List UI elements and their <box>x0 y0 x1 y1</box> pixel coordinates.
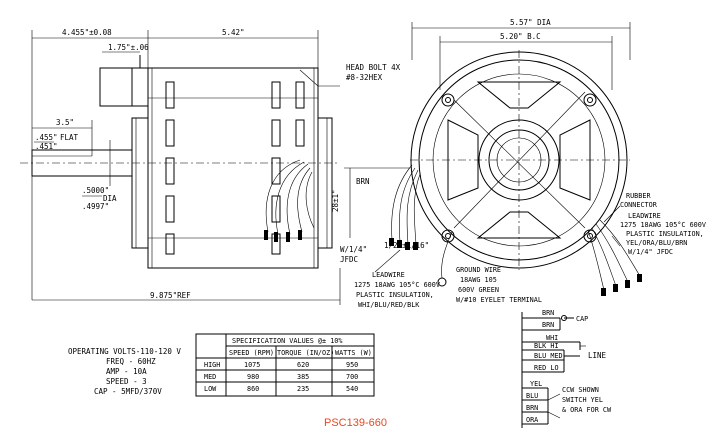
wire-yel: YEL <box>530 380 542 388</box>
wire-red: RED LO <box>534 364 559 372</box>
ground-line-3: W/#10 EYELET TERMINAL <box>456 296 542 304</box>
spec-row-label: HIGH <box>204 361 220 369</box>
callout-lead-left: LEADWIRE 1275 18AWG 105°C 600V PLASTIC I… <box>354 249 440 309</box>
wire-whi: WHI <box>546 334 558 342</box>
dim-flat-length: 3.5" <box>56 118 74 127</box>
wiring-note-2: & ORA FOR CW <box>562 406 612 414</box>
spec-cell: 950 <box>346 361 358 369</box>
lead-left-line-2: PLASTIC INSULATION, <box>356 291 434 299</box>
head-bolt-line2: #8-32HEX <box>346 73 383 82</box>
lead-left-line-1: 1275 18AWG 105°C 600V <box>354 281 440 289</box>
ratings-block: OPERATING VOLTS-110-120 V FREQ - 60HZ AM… <box>68 347 181 396</box>
wire-line: LINE <box>588 351 607 360</box>
side-view: 4.455"±0.08 5.42" 1.75"±.06 <box>20 28 401 305</box>
spec-cell: 980 <box>247 373 259 381</box>
dim-bolt-circle: 5.20" B.C <box>500 32 541 41</box>
dim-flat-depth-top: .455" <box>35 133 58 142</box>
spec-cell: 1075 <box>244 361 260 369</box>
spec-table: SPECIFICATION VALUES @± 10% SPEED (RPM) … <box>195 333 375 397</box>
spec-header-watts: WATTS (W) <box>335 349 372 357</box>
spec-cell: 235 <box>297 385 309 393</box>
spec-cell: 385 <box>297 373 309 381</box>
spec-cell: 860 <box>247 385 259 393</box>
dim-shaft-dia-label: DIA <box>103 194 117 203</box>
wire-brn3: BRN <box>526 404 538 412</box>
wire-blu2: BLU <box>526 392 538 400</box>
dim-shaft-ext: 1.75"±.06 <box>108 43 149 52</box>
spec-row-label: LOW <box>204 385 217 393</box>
dim-wire-len-a: W/1/4" <box>340 245 367 254</box>
wiring-diagram: BRN CAP BRN WHI BLK HI BLU MED RED LO LI… <box>521 309 612 428</box>
connector-line-1: CONNECTOR <box>620 201 658 209</box>
head-bolt-line1: HEAD BOLT 4X <box>346 63 401 72</box>
dim-wire-len-b: JFDC <box>340 255 358 264</box>
spec-header-torque: TORQUE (IN/OZ) <box>277 349 334 357</box>
spec-cell: 540 <box>346 385 358 393</box>
lead-left-line-3: WHI/BLU/RED/BLK <box>358 301 420 309</box>
brn-tag: BRN <box>356 177 370 186</box>
connector-line-0: RUBBER <box>626 192 651 200</box>
wire-ora: ORA <box>526 416 538 424</box>
dim-end-diameter: 5.57" DIA <box>510 18 551 27</box>
callout-lead-right: LEADWIRE 1275 18AWG 105°C 600V PLASTIC I… <box>611 212 706 256</box>
end-view: 5.57" DIA 5.20" B.C <box>331 18 642 296</box>
rating-amp: AMP - 10A <box>106 367 147 376</box>
rating-speed: SPEED - 3 <box>106 377 147 386</box>
dim-shaft-dia-bot: .4997" <box>82 202 109 211</box>
wiring-note-1: SWITCH YEL <box>562 396 603 404</box>
lead-right-line-2: PLASTIC INSULATION, <box>626 230 704 238</box>
dim-body-length: 5.42" <box>222 28 245 37</box>
dim-ref-length: 9.875"REF <box>150 291 191 300</box>
dim-shaft-dia-top: .5000" <box>82 186 109 195</box>
wire-blk: BLK HI <box>534 342 559 350</box>
callout-ground: GROUND WIRE 18AWG 105 600V GREEN W/#10 E… <box>456 266 542 304</box>
dim-overall-width: 4.455"±0.08 <box>62 28 112 37</box>
spec-title: SPECIFICATION VALUES @± 10% <box>232 337 343 345</box>
wire-brn2: BRN <box>542 321 554 329</box>
rating-cap: CAP - 5MFD/370V <box>94 387 162 396</box>
lead-right-line-1: 1275 18AWG 105°C 600V <box>620 221 706 229</box>
wire-blu: BLU MED <box>534 352 563 360</box>
ground-line-2: 600V GREEN <box>458 286 499 294</box>
callout-connector: RUBBER CONNECTOR <box>603 192 658 223</box>
lead-right-line-4: W/1/4" JFDC <box>628 248 673 256</box>
dim-flat-label: FLAT <box>60 133 79 142</box>
dim-flat-depth-bot: .451" <box>35 142 58 151</box>
spec-row-label: MED <box>204 373 216 381</box>
rating-volts: OPERATING VOLTS-110-120 V <box>68 347 181 356</box>
spec-cell: 620 <box>297 361 309 369</box>
wire-brn1: BRN <box>542 309 554 317</box>
lead-right-line-0: LEADWIRE <box>628 212 661 220</box>
rating-freq: FREQ - 60HZ <box>106 357 156 366</box>
ground-line-0: GROUND WIRE <box>456 266 501 274</box>
lead-right-line-3: YEL/ORA/BLU/BRN <box>626 239 687 247</box>
dim-height: 28±1" <box>331 189 340 212</box>
spec-cell: 700 <box>346 373 358 381</box>
ground-line-1: 18AWG 105 <box>460 276 497 284</box>
lead-left-line-0: LEADWIRE <box>372 271 405 279</box>
wiring-note-0: CCW SHOWN <box>562 386 599 394</box>
part-number: PSC139-660 <box>324 417 387 429</box>
wire-cap: CAP <box>576 315 588 323</box>
dim-wire-len-c: 1/2"±1/16" <box>384 241 429 250</box>
spec-header-speed: SPEED (RPM) <box>229 349 274 357</box>
